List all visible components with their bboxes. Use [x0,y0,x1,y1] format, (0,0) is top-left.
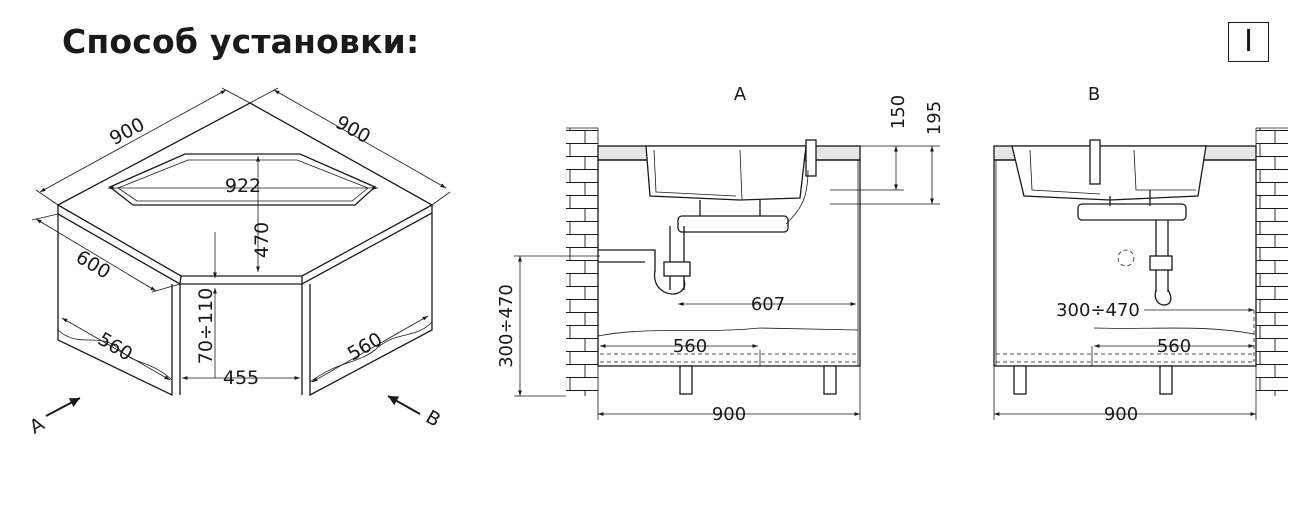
dim-600: 600 [72,246,114,284]
leg-a2 [823,365,837,395]
dim-560-a: 560 [673,336,707,357]
view-arrow-b-label: B [422,406,444,432]
dim-455: 455 [223,367,259,389]
view-b-drawing: B 300÷470 560 900 [993,84,1288,425]
dim-195: 195 [924,101,945,135]
dim-560-right: 560 [344,328,386,365]
dim-300-470-b: 300÷470 [1056,300,1140,321]
dim-300-470-a: 300÷470 [496,284,517,368]
dim-900-top-right: 900 [332,111,374,148]
dim-922: 922 [225,175,261,197]
brick-wall-a [566,128,598,396]
dim-470: 470 [251,222,273,258]
countertop-edge [57,205,433,285]
dim-900-b: 900 [1104,404,1138,425]
leg-a1 [679,365,693,395]
view-a-drawing: A 150 195 300÷470 [496,84,945,425]
view-a-label: A [734,84,747,105]
sink-bowl-b [1011,145,1207,201]
leg-b2 [1159,365,1173,395]
section-marker-label: I [1244,24,1253,59]
dim-70-110: 70÷110 [195,288,217,364]
brick-wall-b [1256,128,1288,396]
overview-drawing: 900 900 922 470 600 560 560 70÷110 455 A… [26,87,451,439]
view-arrow-a-label: A [26,413,48,439]
section-marker: I [1228,22,1269,62]
dim-607: 607 [751,294,785,315]
page-title: Способ установки: [62,22,420,61]
view-b-label: B [1088,84,1100,105]
right-cabinet [309,213,433,397]
dim-900-a: 900 [712,404,746,425]
dim-560-b: 560 [1157,336,1191,357]
leg-b1 [1013,365,1027,395]
dim-150: 150 [888,95,909,129]
sink-bowl-a [645,145,807,201]
